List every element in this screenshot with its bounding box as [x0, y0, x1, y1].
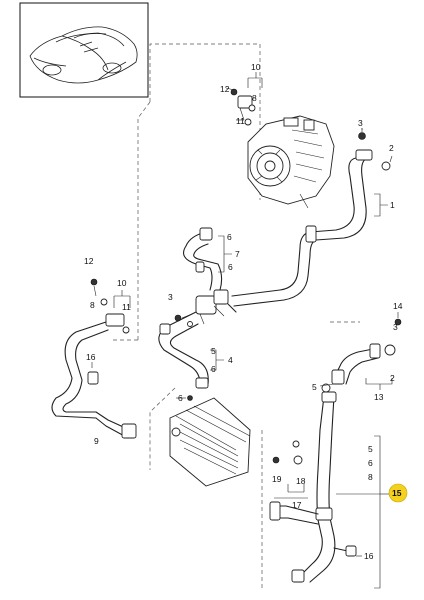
- callout-6[interactable]: 6: [227, 232, 232, 242]
- callout-13[interactable]: 13: [374, 392, 384, 402]
- assembly-boundary: [110, 43, 360, 590]
- hose-pos13[interactable]: [321, 312, 402, 393]
- callout-5[interactable]: 5: [368, 444, 373, 454]
- upper-right-fitting[interactable]: [358, 128, 391, 171]
- callout-18[interactable]: 18: [296, 476, 306, 486]
- callout-6[interactable]: 6: [178, 393, 183, 403]
- heat-exchanger[interactable]: [169, 395, 251, 487]
- hose-pos15[interactable]: [269, 391, 357, 583]
- callout-6[interactable]: 6: [211, 364, 216, 374]
- callout-15[interactable]: 15: [392, 488, 402, 498]
- callout-2[interactable]: 2: [389, 143, 394, 153]
- callout-19[interactable]: 19: [272, 474, 282, 484]
- callout-4[interactable]: 4: [228, 355, 233, 365]
- callout-2[interactable]: 2: [390, 373, 395, 383]
- callout-15-highlight: [388, 483, 408, 503]
- callout-6[interactable]: 6: [368, 458, 373, 468]
- vehicle-thumbnail[interactable]: [19, 2, 149, 98]
- hose-pos9[interactable]: [51, 321, 137, 439]
- cross-hose-pos1[interactable]: [231, 149, 373, 307]
- center-junction[interactable]: [174, 289, 237, 327]
- callout-3[interactable]: 3: [393, 322, 398, 332]
- callout-10[interactable]: 10: [251, 62, 261, 72]
- callout-9[interactable]: 9: [94, 436, 99, 446]
- callout-12[interactable]: 12: [84, 256, 94, 266]
- callout-3[interactable]: 3: [168, 292, 173, 302]
- callout-8[interactable]: 8: [252, 93, 257, 103]
- callout-11[interactable]: 11: [122, 302, 131, 312]
- callout-8[interactable]: 8: [90, 300, 95, 310]
- hose-pos7[interactable]: [183, 227, 223, 291]
- callout-1[interactable]: 1: [390, 200, 395, 210]
- callout-5[interactable]: 5: [211, 346, 216, 356]
- callout-10[interactable]: 10: [117, 278, 127, 288]
- hose-pos4[interactable]: [158, 311, 209, 389]
- callout-8[interactable]: 8: [368, 472, 373, 482]
- bracket-upper[interactable]: [230, 88, 256, 126]
- alternator[interactable]: [247, 115, 335, 209]
- callout-11[interactable]: 11: [236, 116, 245, 126]
- bracket-left[interactable]: [90, 278, 130, 334]
- callout-3[interactable]: 3: [358, 118, 363, 128]
- callout-14[interactable]: 14: [393, 301, 403, 311]
- callout-6[interactable]: 6: [228, 262, 233, 272]
- leader-lines: [91, 72, 393, 589]
- callout-5[interactable]: 5: [312, 382, 317, 392]
- callout-16[interactable]: 16: [86, 352, 96, 362]
- callout-12[interactable]: 12: [220, 84, 230, 94]
- callout-7[interactable]: 7: [235, 249, 240, 259]
- callout-labels: 1 2 3 12 10 8 11 6 6 7 12 10 8 11 3 5 6 …: [84, 62, 403, 561]
- car-outline-icon: [29, 26, 138, 84]
- callout-17[interactable]: 17: [292, 500, 302, 510]
- callout-16[interactable]: 16: [364, 551, 374, 561]
